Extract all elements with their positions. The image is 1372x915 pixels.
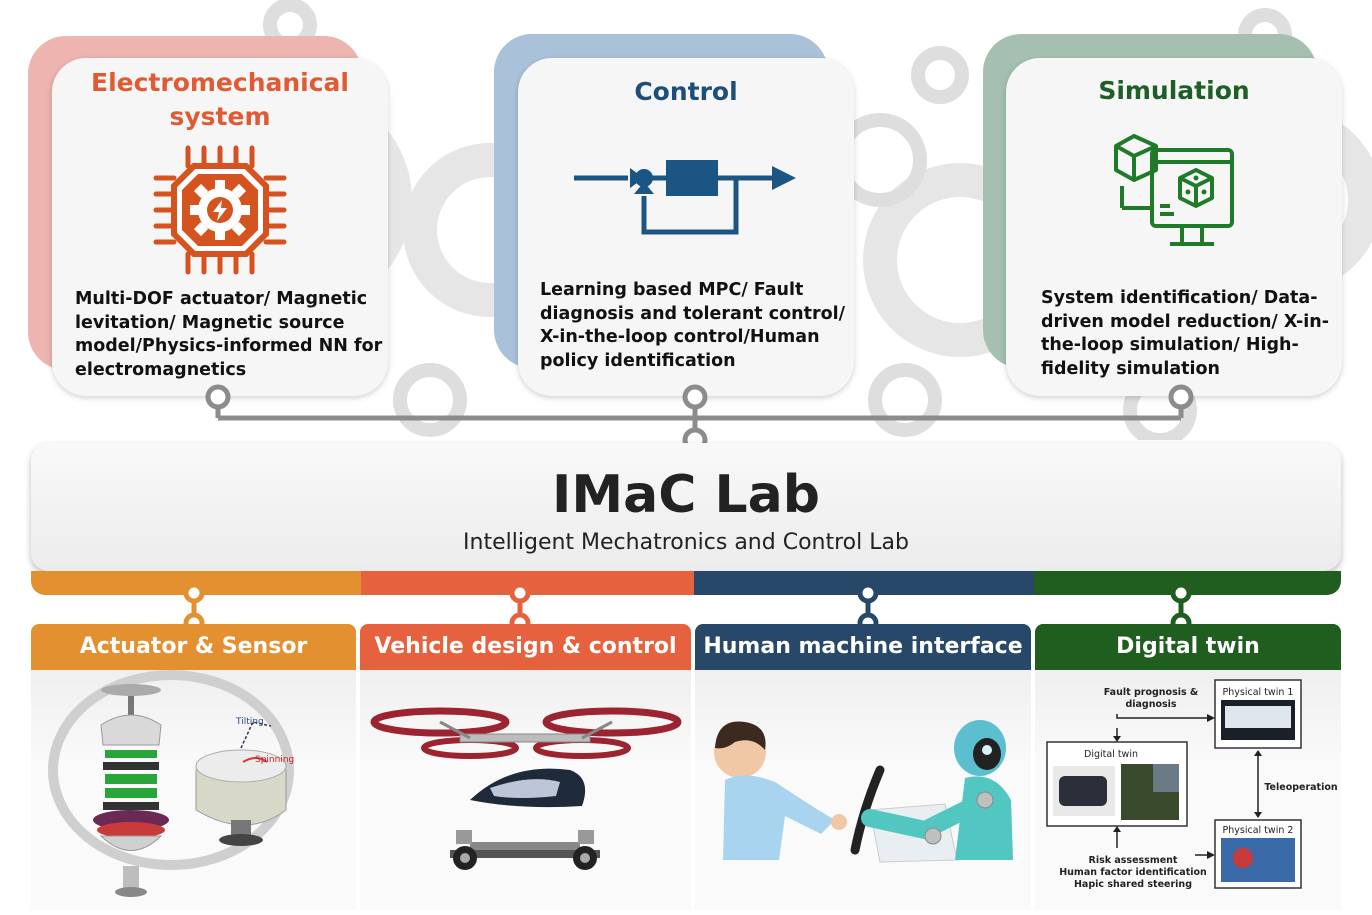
column-header-digital-twin: Digital twin	[1035, 624, 1341, 670]
dt-fault-line2: diagnosis	[1125, 699, 1176, 710]
column-header-hmi: Human machine interface	[695, 624, 1031, 670]
card-electromechanical-desc-3: model/Physics-informed NN for	[75, 336, 383, 356]
card-electromechanical-desc-2: levitation/ Magnetic source	[75, 312, 345, 333]
dt-risk-line2: Human factor identification	[1059, 867, 1207, 878]
dt-fault-line1: Fault prognosis &	[1104, 687, 1198, 698]
card-electromechanical-desc-4: electromagnetics	[75, 359, 247, 380]
tilting-label: Tilting	[235, 717, 264, 727]
lab-title: IMaC Lab	[552, 465, 820, 525]
lab-subtitle: Intelligent Mechatronics and Control Lab	[463, 530, 909, 555]
dt-risk-line1: Risk assessment	[1089, 855, 1178, 866]
spinning-label: Spinning	[255, 755, 294, 765]
card-simulation-desc-1: System identification/ Data-	[1041, 288, 1318, 308]
dt-digital: Digital twin	[1084, 749, 1138, 760]
dt-risk-line3: Hapic shared steering	[1074, 879, 1192, 890]
digital-twin-diagram: Fault prognosis & diagnosis Teleoperatio…	[1046, 679, 1338, 890]
column-header-vehicle-design: Vehicle design & control	[360, 624, 691, 670]
card-simulation-desc-2: driven model reduction/ X-in-	[1041, 311, 1329, 332]
lab-banner	[31, 443, 1341, 571]
dt-physical2: Physical twin 2	[1223, 825, 1294, 836]
card-control-title: Control	[634, 77, 738, 106]
column-body-hmi	[695, 670, 1031, 910]
card-control-front	[518, 58, 854, 396]
dt-physical1: Physical twin 1	[1223, 687, 1294, 698]
card-control-desc-4: policy identification	[540, 350, 736, 371]
chip-gear-icon	[153, 145, 287, 275]
dt-teleop: Teleoperation	[1264, 782, 1338, 793]
card-simulation-desc-3: the-loop simulation/ High-	[1041, 335, 1299, 355]
actuator-illustration: Tilting Spinning	[48, 670, 294, 897]
card-simulation-desc-4: fidelity simulation	[1041, 358, 1220, 379]
column-header-actuator-sensor: Actuator & Sensor	[31, 624, 356, 670]
vehicle-illustration	[370, 707, 682, 870]
cube-monitor-icon	[1114, 134, 1234, 246]
card-electromechanical-desc-1: Multi-DOF actuator/ Magnetic	[75, 289, 368, 309]
card-control-desc-1: Learning based MPC/ Fault	[540, 280, 804, 300]
card-control-desc-3: X-in-the-loop control/Human	[540, 327, 820, 347]
column-body-vehicle	[360, 670, 691, 910]
card-electromechanical-title-line1: Electromechanical	[91, 68, 349, 97]
column-body-actuator: Tilting Spinning	[31, 670, 356, 910]
top-connectors	[205, 384, 1194, 453]
hmi-illustration	[714, 720, 1013, 863]
block-diagram-icon	[574, 160, 796, 235]
card-electromechanical-title-line2: system	[169, 102, 271, 131]
column-body-digital-twin: Fault prognosis & diagnosis Teleoperatio…	[1035, 670, 1341, 910]
card-simulation-title: Simulation	[1098, 76, 1250, 105]
card-control-desc-2: diagnosis and tolerant control/	[540, 303, 846, 324]
